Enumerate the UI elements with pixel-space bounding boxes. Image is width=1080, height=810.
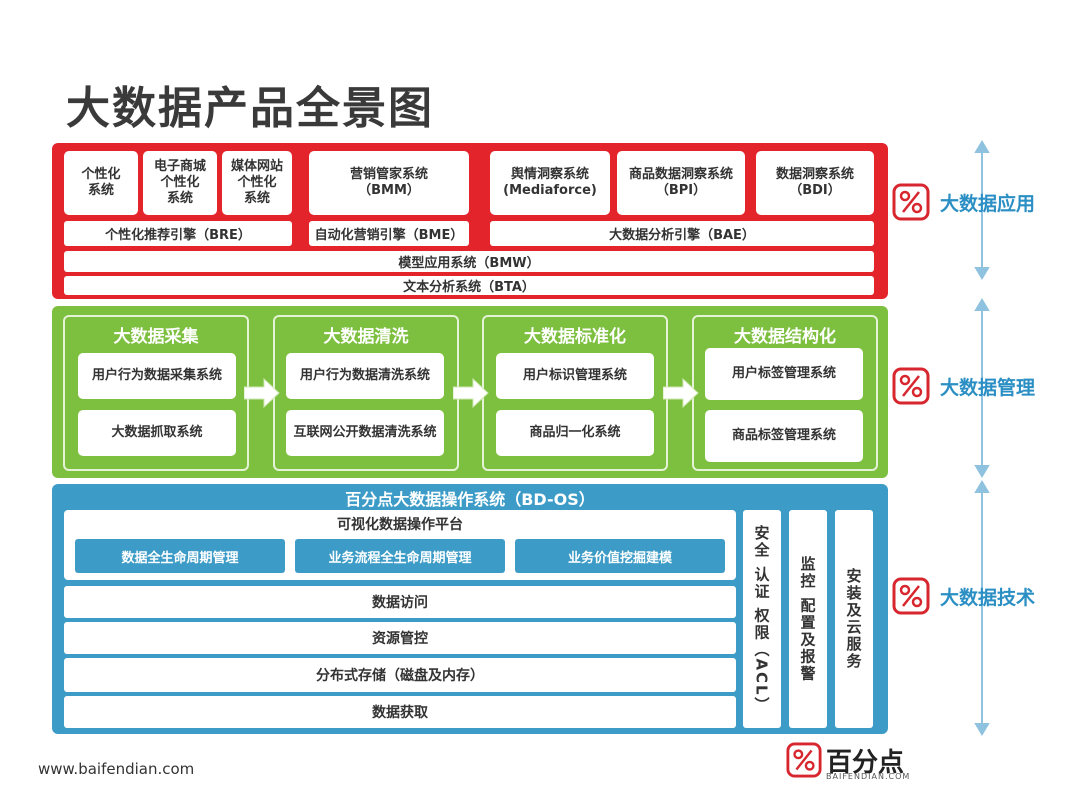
vertical-monitoring[interactable]: 监控 配置及报警 xyxy=(789,510,827,728)
mgmt-item-user-id[interactable]: 用户标识管理系统 xyxy=(496,353,654,399)
app-box-bmm[interactable]: 营销管家系统 （BMM） xyxy=(309,151,469,215)
mgmt-item-product-tags[interactable]: 商品标签管理系统 xyxy=(705,410,863,462)
engine-bae[interactable]: 大数据分析引擎（BAE） xyxy=(490,221,874,246)
platform-button-process-lifecycle[interactable]: 业务流程全生命周期管理 xyxy=(295,539,505,573)
mgmt-title-cleaning: 大数据清洗 xyxy=(323,327,409,347)
app-box-bpi[interactable]: 商品数据洞察系统 （BPI） xyxy=(617,151,745,215)
arrow-right-icon xyxy=(453,378,489,408)
mgmt-item-product-normalize[interactable]: 商品归一化系统 xyxy=(496,410,654,456)
engine-bre[interactable]: 个性化推荐引擎（BRE） xyxy=(64,221,292,246)
mgmt-title-collection: 大数据采集 xyxy=(113,327,199,347)
percent-logo-icon xyxy=(892,183,930,221)
percent-logo-icon xyxy=(892,367,930,405)
footer-url[interactable]: www.baifendian.com xyxy=(38,760,195,778)
layer-resource-control[interactable]: 资源管控 xyxy=(64,622,736,654)
brand-logo-icon xyxy=(786,742,822,778)
percent-logo-icon xyxy=(892,577,930,615)
mgmt-item-behavior-collection[interactable]: 用户行为数据采集系统 xyxy=(78,353,236,399)
platform-button-value-mining[interactable]: 业务价值挖掘建模 xyxy=(515,539,725,573)
platform-title: 可视化数据操作平台 xyxy=(337,517,463,533)
app-box-personalization[interactable]: 个性化 系统 xyxy=(64,151,138,215)
mgmt-item-public-cleaning[interactable]: 互联网公开数据清洗系统 xyxy=(286,410,444,456)
mgmt-item-crawler[interactable]: 大数据抓取系统 xyxy=(78,410,236,456)
engine-bme[interactable]: 自动化营销引擎（BME） xyxy=(309,221,469,246)
vertical-install-cloud[interactable]: 安装及云服务 xyxy=(835,510,873,728)
brand-logo-text: 百分点 xyxy=(826,748,905,778)
side-label-application: 大数据应用 xyxy=(892,182,1062,222)
side-label-management: 大数据管理 xyxy=(892,366,1062,406)
layer-data-acquisition[interactable]: 数据获取 xyxy=(64,696,736,728)
side-label-text: 大数据管理 xyxy=(940,376,1036,399)
layer-data-access[interactable]: 数据访问 xyxy=(64,586,736,618)
side-label-text: 大数据应用 xyxy=(940,192,1036,215)
bdos-title: 百分点大数据操作系统（BD-OS） xyxy=(345,490,595,509)
layer-distributed-storage[interactable]: 分布式存储（磁盘及内存） xyxy=(64,658,736,692)
mgmt-item-user-tags[interactable]: 用户标签管理系统 xyxy=(705,348,863,400)
page-title: 大数据产品全景图 xyxy=(66,83,434,134)
bar-bmw[interactable]: 模型应用系统（BMW） xyxy=(64,251,874,272)
vertical-security[interactable]: 安全 认证 权限（ACL） xyxy=(743,510,781,728)
mgmt-title-standardization: 大数据标准化 xyxy=(524,327,626,347)
mgmt-title-structuring: 大数据结构化 xyxy=(734,327,836,347)
bar-bta[interactable]: 文本分析系统（BTA） xyxy=(64,276,874,295)
mgmt-item-behavior-cleaning[interactable]: 用户行为数据清洗系统 xyxy=(286,353,444,399)
app-box-media[interactable]: 媒体网站 个性化 系统 xyxy=(222,151,292,215)
app-box-mediaforce[interactable]: 舆情洞察系统 (Mediaforce) xyxy=(490,151,610,215)
side-label-technology: 大数据技术 xyxy=(892,576,1062,616)
side-label-text: 大数据技术 xyxy=(940,586,1036,609)
arrow-right-icon xyxy=(244,378,280,408)
platform-button-data-lifecycle[interactable]: 数据全生命周期管理 xyxy=(75,539,285,573)
brand-logo-sub: BAIFENDIAN.COM xyxy=(826,772,911,781)
arrow-right-icon xyxy=(663,378,699,408)
app-box-ecommerce[interactable]: 电子商城 个性化 系统 xyxy=(143,151,217,215)
side-bracket-arrows xyxy=(974,140,990,736)
app-box-bdi[interactable]: 数据洞察系统 （BDI） xyxy=(756,151,874,215)
